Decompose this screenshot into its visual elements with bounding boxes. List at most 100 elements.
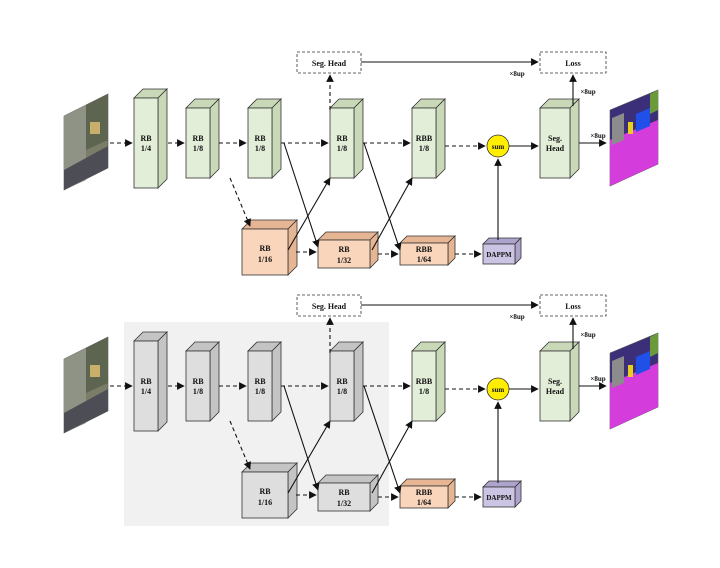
output-segmentation	[609, 332, 659, 430]
block-l32	[317, 474, 379, 512]
block-rb2-label: RB	[192, 377, 204, 386]
arrow-rb2-l16	[229, 420, 251, 470]
arrow-rb3-l32	[283, 142, 320, 248]
block-l64-label: RBB	[416, 488, 433, 497]
block-rb4-side-face	[353, 98, 364, 179]
block-rb3-front-face	[247, 107, 273, 179]
block-rb1	[133, 331, 168, 432]
block-l64-top-face	[399, 235, 456, 244]
sum-label: sum	[492, 386, 505, 394]
output-building-region	[612, 356, 624, 388]
block-l16-scale: 1/16	[258, 255, 272, 264]
block-rbb5-label: RBB	[416, 377, 433, 386]
block-rb3-front-face	[247, 350, 273, 422]
arrow-l16-rb4	[287, 420, 331, 494]
block-rb4-scale: 1/8	[337, 144, 347, 153]
upsample-label-output: ×8up	[590, 375, 605, 383]
upsample-label-side: ×8up	[580, 88, 595, 96]
block-l16-top-face	[241, 462, 298, 473]
arrow-rb4-l64	[363, 142, 402, 251]
input-image-vehicle	[90, 122, 100, 134]
upsample-label-loss: ×8up	[509, 313, 524, 321]
block-dappm-top-face	[482, 237, 522, 245]
output-sign-region	[628, 122, 633, 134]
block-rb3-label: RB	[254, 377, 266, 386]
arrow-rb3-l32	[283, 385, 320, 491]
block-rb4-label: RB	[336, 377, 348, 386]
input-image	[63, 336, 109, 434]
block-rb1-front-face	[133, 97, 159, 189]
input-image-road	[64, 389, 108, 433]
block-rb3	[247, 98, 282, 179]
block-l32-scale: 1/32	[337, 256, 351, 265]
input-image	[63, 93, 109, 191]
block-dappm-label: DAPPM	[486, 251, 512, 259]
block-segh-label: Seg.	[548, 134, 562, 143]
seg-head-top-label: Seg. Head	[312, 59, 347, 68]
block-rb3-side-face	[271, 341, 282, 422]
block-rbb5-scale: 1/8	[419, 144, 429, 153]
block-rb1-side-face	[157, 88, 168, 189]
block-segh-label: Seg.	[548, 377, 562, 386]
block-dappm-front-face	[482, 243, 516, 265]
block-l32-scale: 1/32	[337, 499, 351, 508]
block-l64-scale: 1/64	[417, 255, 431, 264]
block-rb1-label: RB	[140, 134, 152, 143]
block-rb2-front-face	[185, 350, 211, 422]
block-l64-top-face	[399, 478, 456, 487]
block-segh-front-face	[539, 107, 571, 179]
block-rb4	[329, 341, 364, 422]
block-rb1	[133, 88, 168, 189]
block-segh	[539, 98, 580, 179]
block-l16-scale: 1/16	[258, 498, 272, 507]
block-segh-scale: Head	[546, 387, 565, 396]
block-rbb5-side-face	[435, 98, 446, 179]
seg-head-top-label: Seg. Head	[312, 302, 347, 311]
block-rb1-side-face	[157, 331, 168, 432]
block-l32-label: RB	[338, 245, 350, 254]
block-rb3-scale: 1/8	[255, 387, 265, 396]
block-rb1-scale: 1/4	[141, 144, 151, 153]
block-dappm-label: DAPPM	[486, 494, 512, 502]
block-dappm-front-face	[482, 486, 516, 508]
loss-label: Loss	[565, 59, 581, 68]
arrow-l32-rbb5	[371, 177, 413, 251]
block-rb2-scale: 1/8	[193, 144, 203, 153]
block-rbb5-front-face	[411, 107, 437, 179]
block-rbb5	[411, 341, 446, 422]
block-rb1-scale: 1/4	[141, 387, 151, 396]
output-car-region	[636, 351, 650, 375]
block-l64-front-face	[399, 242, 449, 266]
block-rbb5-label: RBB	[416, 134, 433, 143]
block-dappm	[482, 237, 522, 265]
upsample-label-loss: ×8up	[509, 70, 524, 78]
loss-box	[539, 294, 607, 317]
output-vegetation-region	[650, 333, 658, 357]
block-rb4-label: RB	[336, 134, 348, 143]
upsample-label-output: ×8up	[590, 132, 605, 140]
arrow-rb2-l16	[229, 177, 251, 227]
block-rb2-side-face	[209, 341, 220, 422]
block-l16-label: RB	[259, 487, 271, 496]
output-building-region	[612, 113, 624, 145]
block-segh-front-face	[539, 350, 571, 422]
output-vegetation-region	[650, 90, 658, 114]
block-l32-front-face	[317, 239, 371, 269]
block-rb3-scale: 1/8	[255, 144, 265, 153]
block-l64	[399, 235, 456, 266]
block-rb4	[329, 98, 364, 179]
loss-label: Loss	[565, 302, 581, 311]
block-rb2-side-face	[209, 98, 220, 179]
block-dappm	[482, 480, 522, 508]
block-rb2-scale: 1/8	[193, 387, 203, 396]
block-rb2	[185, 98, 220, 179]
output-car-region	[636, 108, 650, 132]
block-segh	[539, 341, 580, 422]
block-rbb5	[411, 98, 446, 179]
block-rb4-scale: 1/8	[337, 387, 347, 396]
input-image-road	[64, 146, 108, 190]
arrow-l32-rbb5	[371, 420, 413, 494]
